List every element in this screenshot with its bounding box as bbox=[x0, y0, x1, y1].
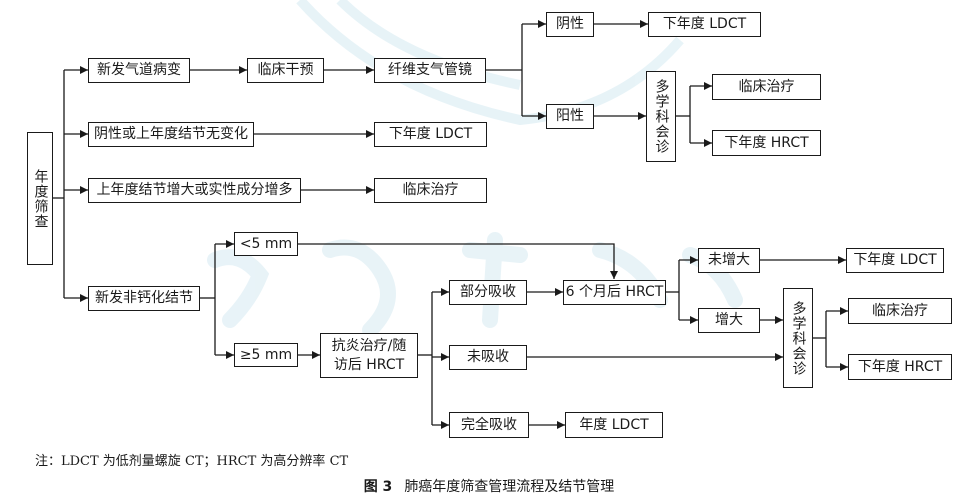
clinical-treatment-label-2: 临床治疗 bbox=[402, 182, 459, 199]
clinical-treatment-box-3: 临床治疗 bbox=[848, 298, 952, 324]
lt-5mm-label: <5 mm bbox=[239, 235, 293, 252]
anti-inflammatory-label: 抗炎治疗/随访后 HRCT bbox=[331, 337, 407, 373]
ldct-next-year-box-1: 下年度 LDCT bbox=[648, 12, 761, 37]
complete-absorption-label: 完全吸收 bbox=[461, 416, 517, 433]
complete-absorption-box: 完全吸收 bbox=[449, 412, 529, 438]
ldct-next-year-label-2: 下年度 LDCT bbox=[388, 126, 473, 143]
no-absorption-label: 未吸收 bbox=[467, 349, 509, 366]
figure-label: 图 3 bbox=[363, 479, 393, 495]
ldct-next-year-box-2: 下年度 LDCT bbox=[374, 122, 487, 147]
negative-box: 阴性 bbox=[546, 12, 594, 37]
new-airway-lesion-box: 新发气道病变 bbox=[88, 58, 190, 83]
anti-inflammatory-box: 抗炎治疗/随访后 HRCT bbox=[320, 333, 418, 378]
negative-or-unchanged-label: 阴性或上年度结节无变化 bbox=[94, 126, 248, 143]
annual-ldct-label: 年度 LDCT bbox=[579, 416, 649, 433]
partial-absorption-box: 部分吸收 bbox=[449, 280, 527, 305]
partial-absorption-label: 部分吸收 bbox=[460, 284, 516, 301]
mdt-label-1: 多学科会诊 bbox=[653, 79, 670, 154]
mdt-box-2: 多学科会诊 bbox=[783, 288, 813, 388]
new-noncalcified-nodule-box: 新发非钙化结节 bbox=[88, 286, 200, 311]
annual-screening-label: 年度筛查 bbox=[32, 168, 49, 229]
hrct-next-year-box: 下年度 HRCT bbox=[712, 130, 821, 156]
figure-title: 肺癌年度筛查管理流程及结节管理 bbox=[404, 479, 615, 495]
new-airway-lesion-label: 新发气道病变 bbox=[97, 62, 181, 79]
enlarged-label: 增大 bbox=[715, 312, 743, 329]
new-noncalcified-nodule-label: 新发非钙化结节 bbox=[95, 290, 193, 307]
ldct-next-year-label-1: 下年度 LDCT bbox=[662, 16, 747, 33]
ldct-next-year-box-3: 下年度 LDCT bbox=[846, 248, 944, 273]
mdt-label-2: 多学科会诊 bbox=[790, 300, 807, 376]
annual-ldct-box: 年度 LDCT bbox=[565, 412, 663, 438]
figure-note: 注：LDCT 为低剂量螺旋 CT；HRCT 为高分辨率 CT bbox=[35, 454, 349, 469]
mdt-box-1: 多学科会诊 bbox=[646, 71, 676, 162]
ge-5mm-label: ≥5 mm bbox=[239, 346, 293, 363]
lt-5mm-box: <5 mm bbox=[234, 232, 298, 256]
figure-caption: 图 3 肺癌年度筛查管理流程及结节管理 bbox=[0, 476, 978, 496]
ldct-next-year-label-3: 下年度 LDCT bbox=[853, 252, 937, 269]
clinical-intervention-box: 临床干预 bbox=[247, 58, 324, 83]
negative-label: 阴性 bbox=[556, 16, 584, 33]
hrct-6-months-box: 6 个月后 HRCT bbox=[563, 280, 666, 305]
clinical-treatment-label-1: 临床治疗 bbox=[738, 78, 795, 95]
hrct-next-year-label-2: 下年度 HRCT bbox=[857, 358, 943, 375]
hrct-6-months-label: 6 个月后 HRCT bbox=[565, 284, 664, 301]
ge-5mm-box: ≥5 mm bbox=[234, 343, 298, 367]
clinical-intervention-label: 临床干预 bbox=[257, 62, 314, 79]
bronchoscopy-box: 纤维支气管镜 bbox=[374, 58, 486, 83]
clinical-treatment-box-1: 临床治疗 bbox=[712, 74, 821, 100]
nodule-enlarged-label: 上年度结节增大或实性成分增多 bbox=[96, 182, 293, 199]
clinical-treatment-box-2: 临床治疗 bbox=[374, 178, 487, 203]
hrct-next-year-box-2: 下年度 HRCT bbox=[848, 354, 952, 380]
negative-or-unchanged-box: 阴性或上年度结节无变化 bbox=[88, 122, 254, 147]
no-absorption-box: 未吸收 bbox=[449, 345, 527, 370]
nodule-enlarged-box: 上年度结节增大或实性成分增多 bbox=[88, 178, 301, 203]
hrct-next-year-label: 下年度 HRCT bbox=[724, 134, 809, 151]
bronchoscopy-label: 纤维支气管镜 bbox=[388, 62, 472, 79]
positive-label: 阳性 bbox=[556, 108, 584, 125]
positive-box: 阳性 bbox=[546, 104, 594, 129]
clinical-treatment-label-3: 临床治疗 bbox=[872, 302, 928, 319]
not-enlarged-box: 未增大 bbox=[698, 248, 760, 273]
enlarged-box: 增大 bbox=[698, 308, 760, 333]
annual-screening-box: 年度筛查 bbox=[27, 132, 53, 265]
not-enlarged-label: 未增大 bbox=[708, 252, 750, 269]
